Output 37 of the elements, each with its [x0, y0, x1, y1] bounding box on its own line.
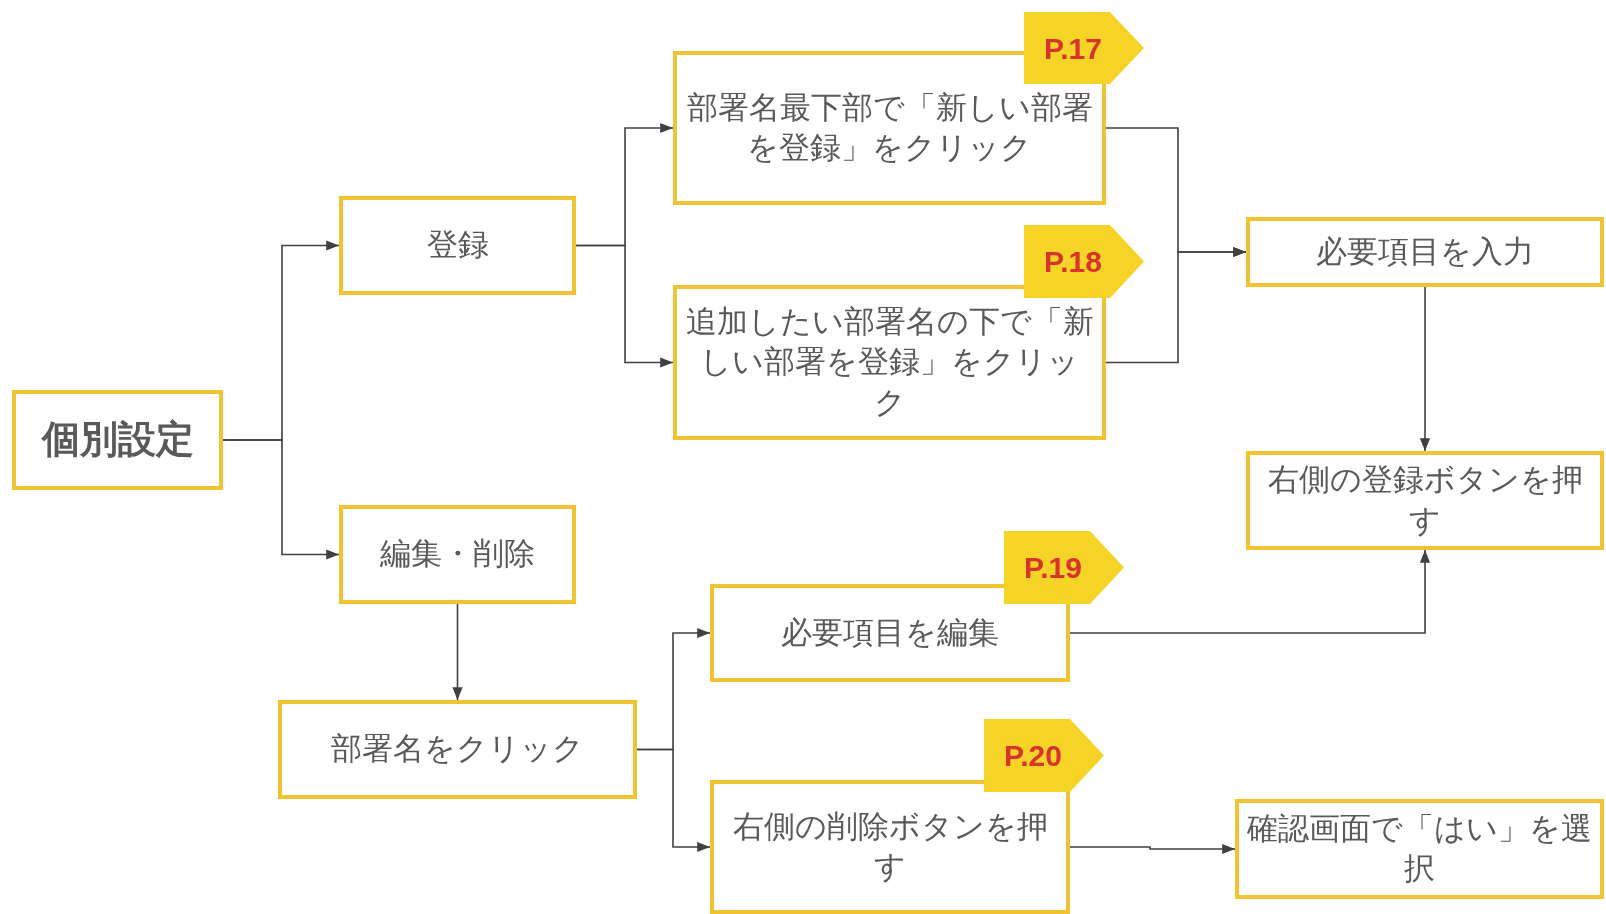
process-box [339, 505, 576, 604]
process-box [1235, 799, 1604, 899]
arrow [1105, 246, 1247, 364]
process-box [710, 780, 1070, 914]
process-box [278, 700, 637, 799]
step-label: 必要項目を入力 [1316, 232, 1534, 271]
process-box [12, 390, 223, 490]
page-number: P.20 [1004, 738, 1062, 774]
process-box [710, 584, 1070, 682]
step-label: 右側の削除ボタンを押す [731, 807, 1049, 886]
step-label: 確認画面で「はい」を選択 [1247, 809, 1592, 888]
page-number: P.19 [1024, 550, 1082, 586]
arrow [1419, 286, 1431, 452]
page-number: P.17 [1044, 30, 1102, 67]
arrow [452, 603, 463, 701]
step-label: 部署名最下部で「新しい部署を登録」をクリック [685, 88, 1094, 167]
page-tag [1024, 225, 1144, 298]
page-tag [1024, 12, 1144, 84]
step-label: 登録 [426, 226, 489, 265]
process-box [1246, 451, 1604, 550]
page-tag [984, 719, 1104, 792]
step-label: 右側の登録ボタンを押す [1266, 461, 1584, 540]
arrow [636, 748, 711, 853]
page-number: P.18 [1044, 244, 1102, 280]
arrow [575, 244, 674, 368]
arrow [222, 439, 340, 560]
step-label: 追加したい部署名の下で「新しい部署を登録」をクリック [685, 303, 1094, 422]
arrow [1069, 549, 1431, 634]
step-label: 部署名をクリック [331, 730, 584, 769]
arrow [1069, 843, 1236, 855]
step-label: 編集・削除 [380, 535, 535, 574]
step-label: 個別設定 [41, 417, 194, 463]
process-box [339, 196, 576, 295]
process-box [1246, 217, 1604, 287]
step-label: 必要項目を編集 [781, 613, 999, 652]
page-tag [1004, 531, 1124, 604]
process-box [673, 285, 1106, 440]
